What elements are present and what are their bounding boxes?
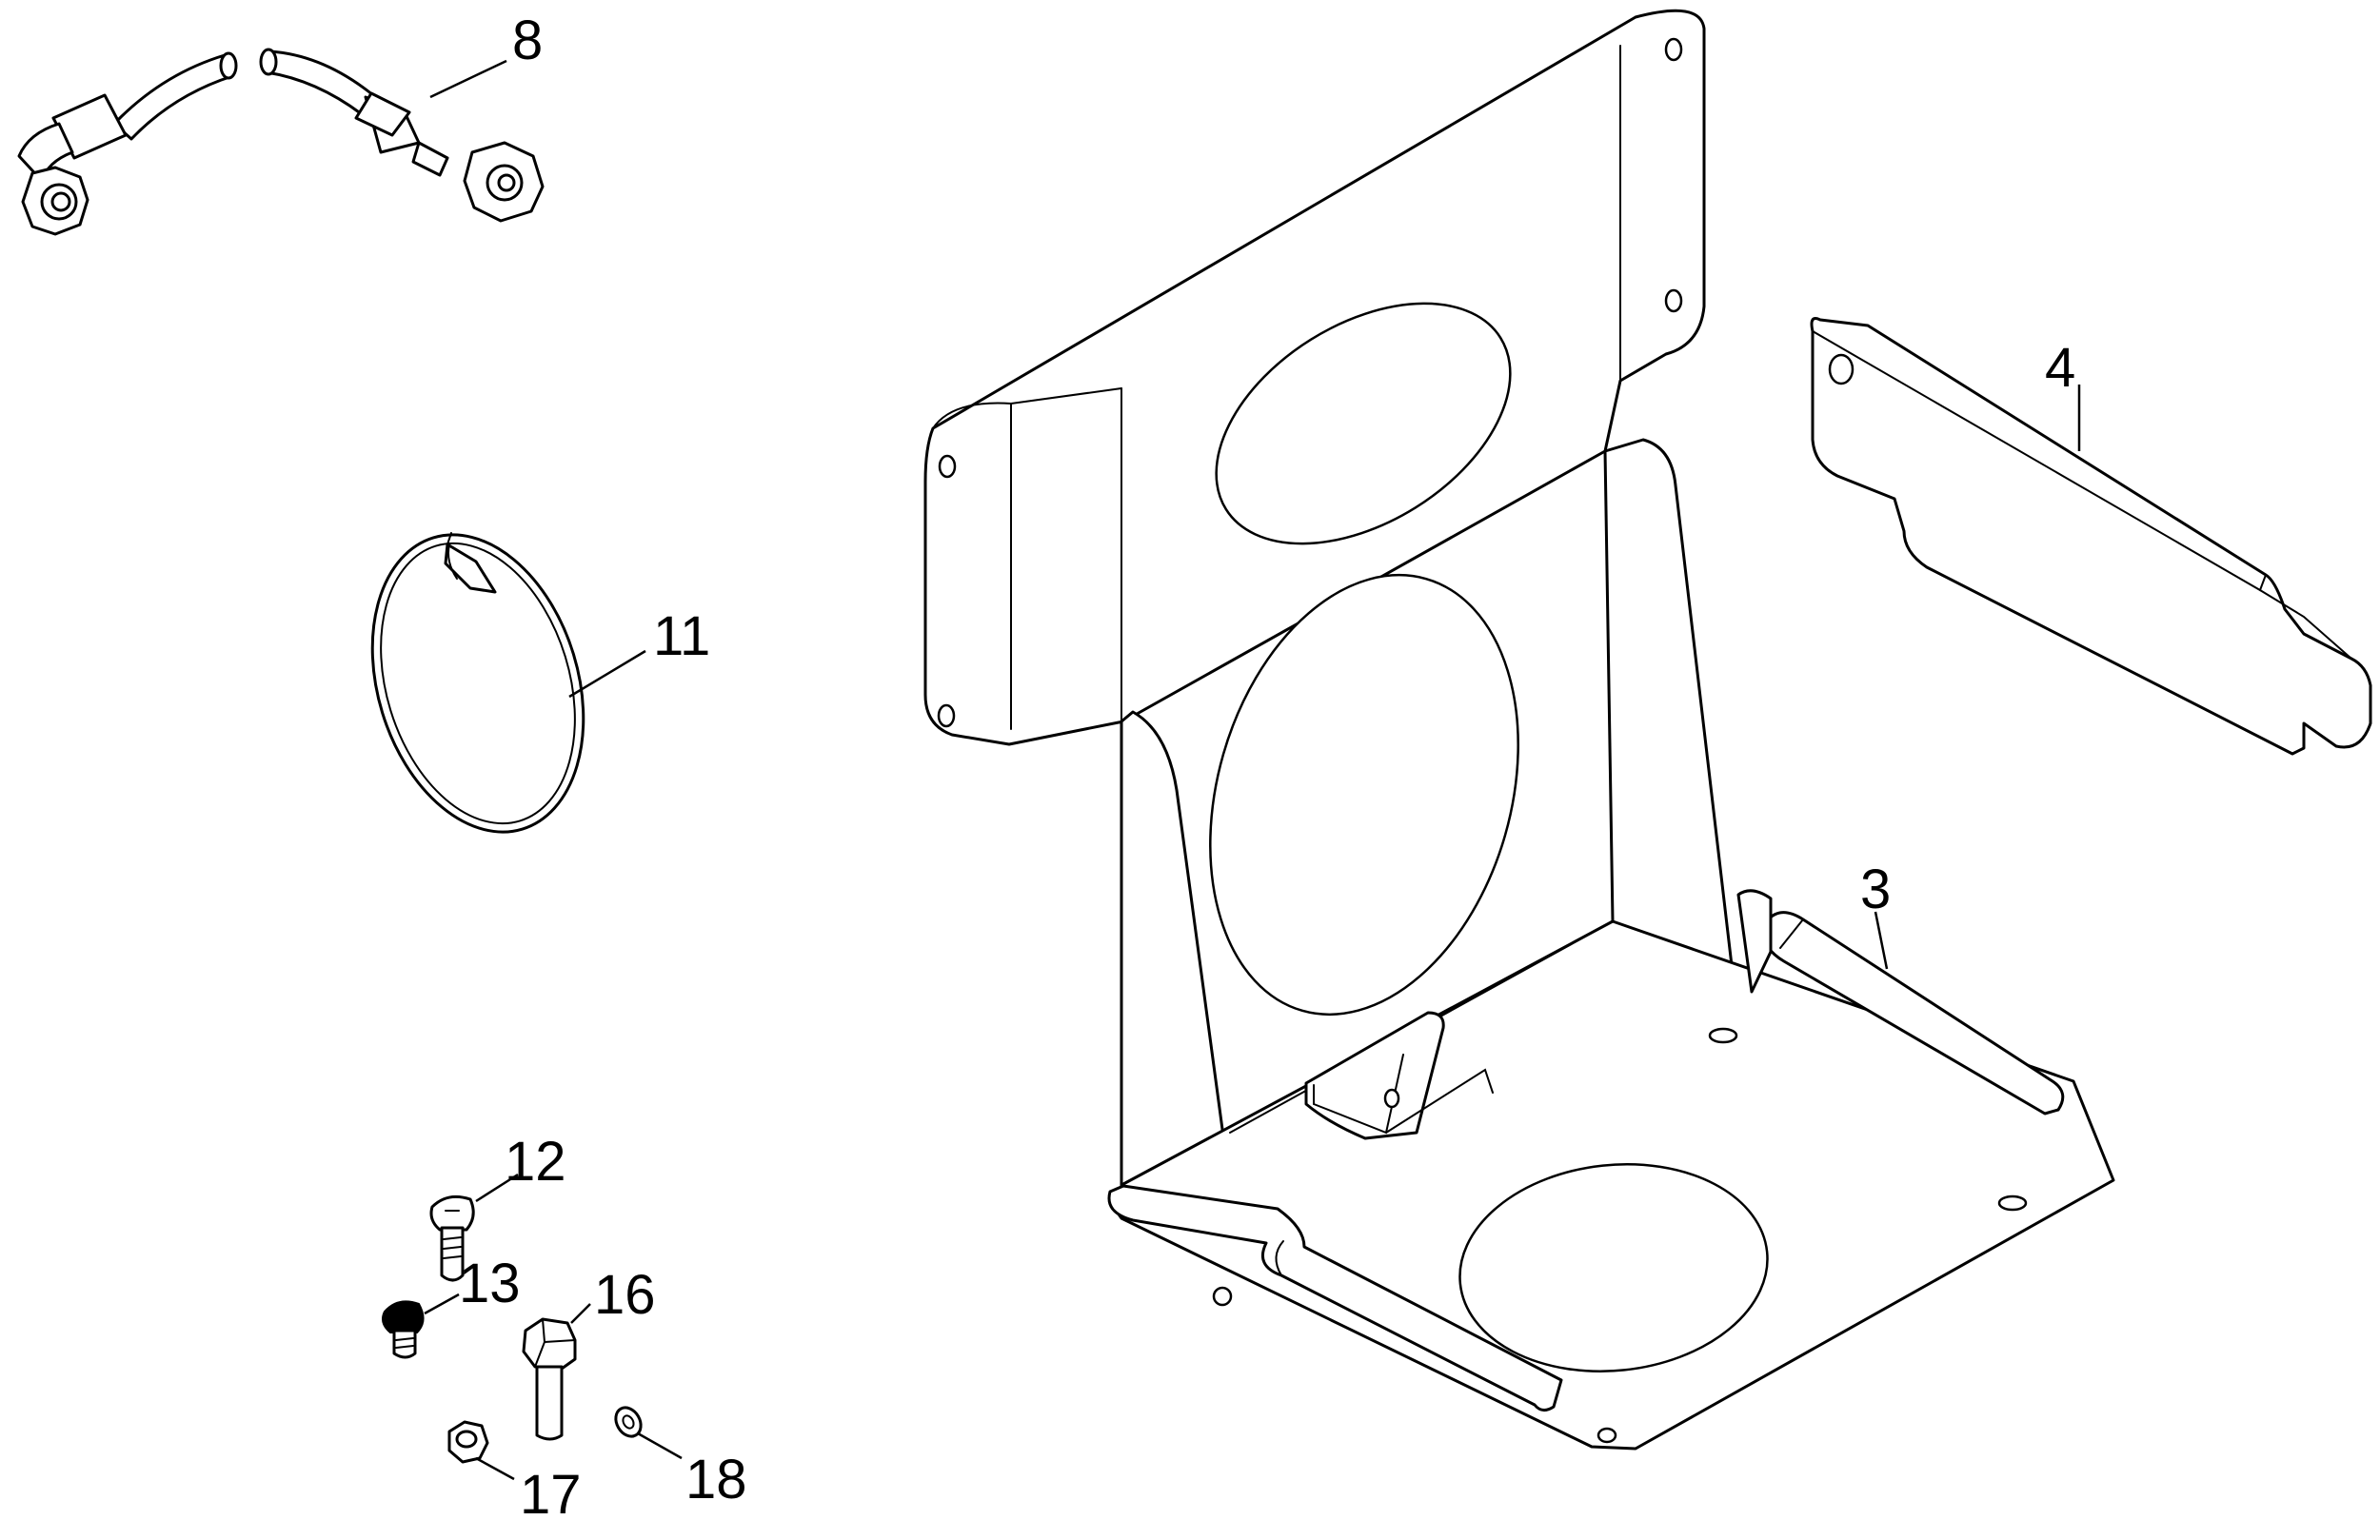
callout-3: 3 [1860,859,1891,920]
callout-11: 11 [653,605,710,667]
hose-clamp-icon [370,532,646,834]
hex-bolt-icon [522,1303,591,1441]
callout-16: 16 [594,1264,656,1326]
hose-with-nuts-icon [17,48,545,236]
washer-icon [614,1406,683,1460]
screw-icon [382,1293,460,1359]
hex-nut-icon [447,1420,515,1481]
bracket-plate-icon [923,9,2115,1451]
callout-13: 13 [459,1253,521,1314]
screw-icon [429,1173,519,1282]
callout-18: 18 [685,1449,747,1510]
flat-bar-icon [1810,317,2372,756]
callout-4: 4 [2045,337,2075,399]
callout-8: 8 [512,10,543,71]
callout-12: 12 [505,1131,566,1193]
callout-17: 17 [520,1464,582,1526]
